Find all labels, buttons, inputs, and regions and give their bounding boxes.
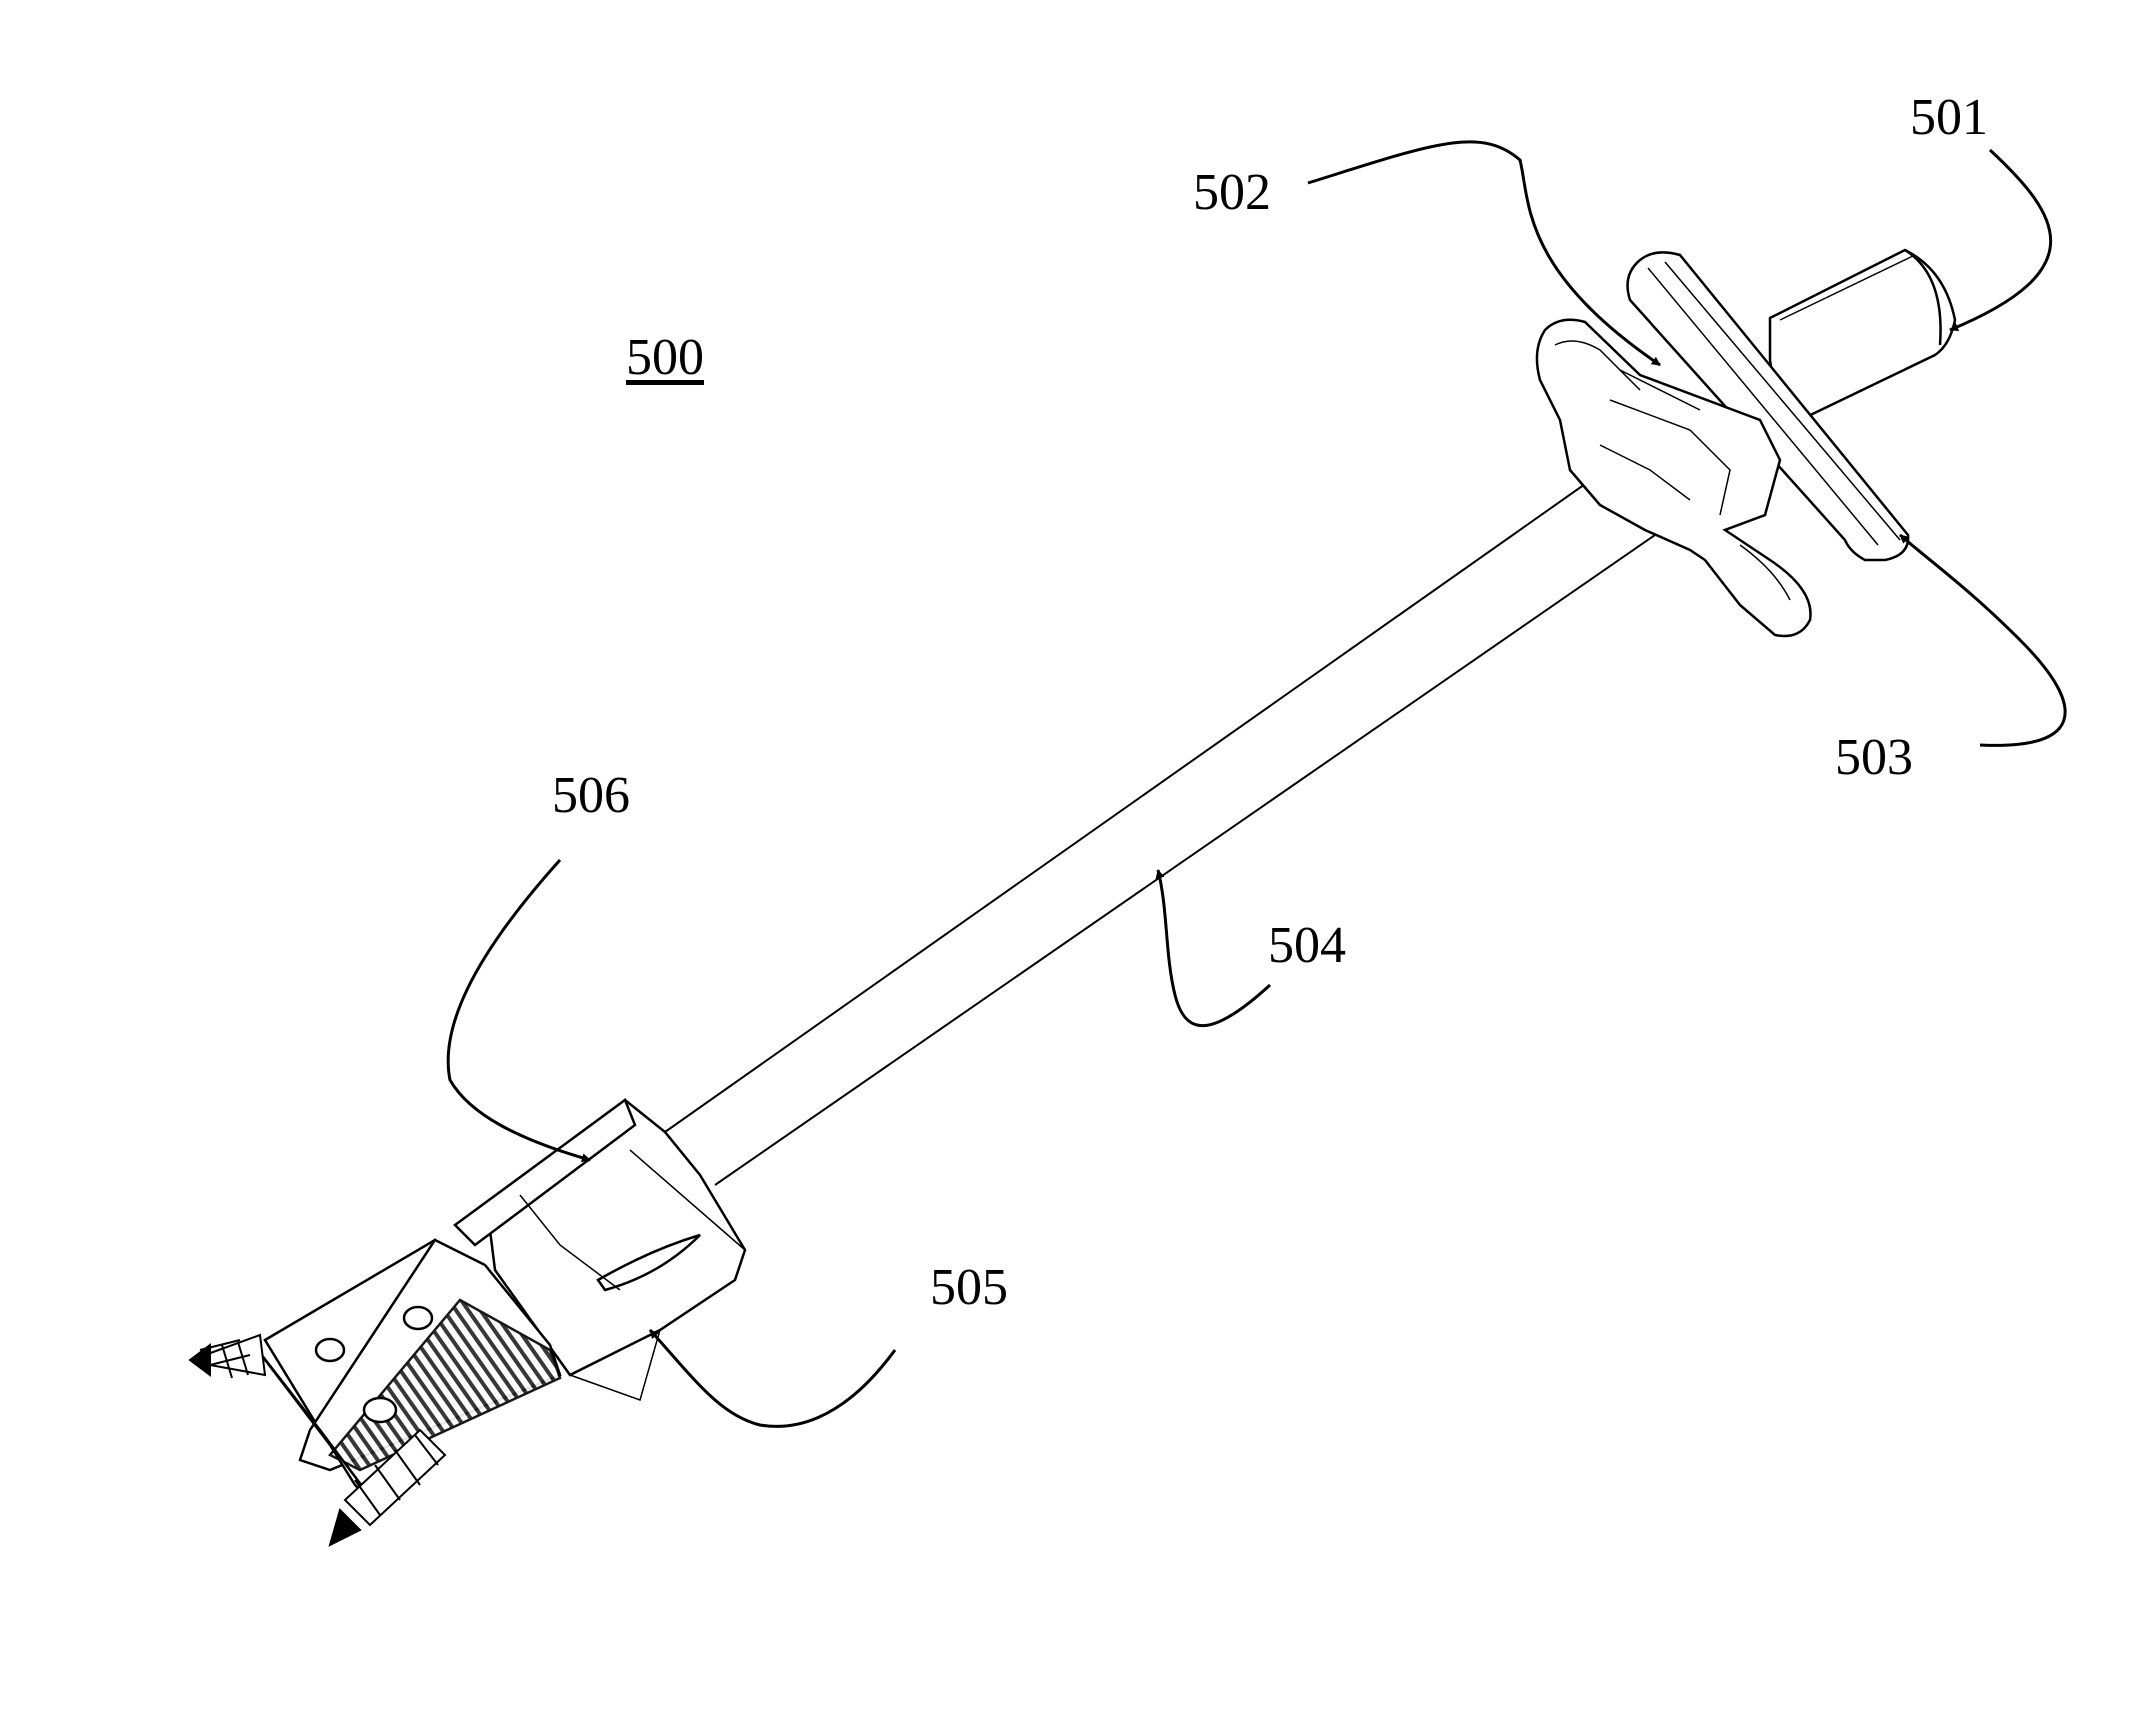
ref-label-505: 505 (930, 1259, 1008, 1316)
ref-label-502: 502 (1193, 164, 1271, 221)
shaft (664, 469, 1656, 1186)
tool-head-sleeve (453, 1098, 747, 1401)
leader-503 (1899, 533, 2067, 747)
bone-screw-upper (188, 1333, 267, 1379)
tool-head-jaws (249, 1238, 562, 1511)
leader-502 (1307, 140, 1661, 367)
leader-lines (446, 140, 2067, 1428)
leader-501 (1949, 148, 2053, 332)
bone-screw-lower (328, 1428, 447, 1547)
ref-label-506: 506 (552, 767, 630, 824)
ref-label-504: 504 (1268, 917, 1346, 974)
handle-coupling-body (1535, 318, 1812, 638)
ref-label-501: 501 (1910, 89, 1988, 146)
handle-knob (1768, 248, 1957, 422)
ref-label-503: 503 (1835, 729, 1913, 786)
leader-506 (446, 858, 591, 1163)
handle-crossbar (1626, 251, 1910, 562)
leader-504 (1155, 869, 1272, 1028)
leader-505 (648, 1328, 897, 1428)
figure-number-label: 500 (626, 329, 704, 386)
